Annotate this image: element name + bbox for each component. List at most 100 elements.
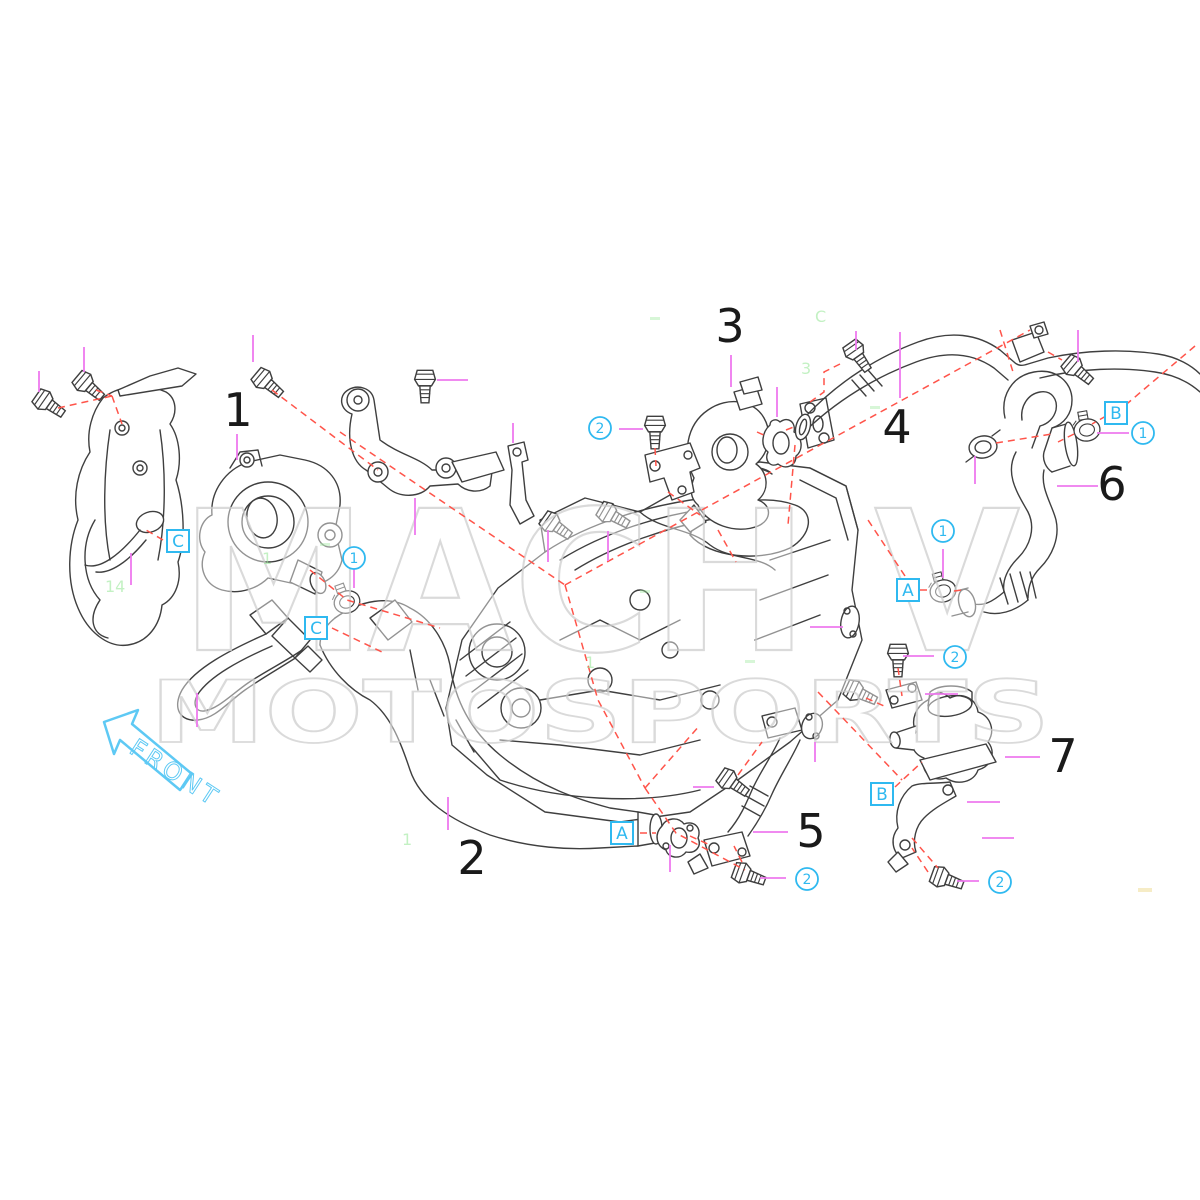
- pipe5-edge: [727, 737, 781, 833]
- bracket-eye: [373, 467, 383, 477]
- callout-number: 1: [350, 551, 359, 567]
- hose-curve: [177, 633, 301, 721]
- callout-letter: A: [902, 581, 914, 601]
- pipe5-flange-hole: [737, 847, 747, 857]
- assembly-dash-line: [271, 389, 379, 471]
- callout-circle: [588, 416, 612, 440]
- engine-head-lines: [754, 467, 859, 641]
- pipe5-ear: [687, 853, 709, 875]
- callout-box: [870, 782, 894, 806]
- bolt-threads: [48, 401, 62, 416]
- engine-ribs: [459, 621, 529, 709]
- pipe-mid-flange: [1011, 331, 1045, 363]
- assembly-dash-line: [911, 847, 929, 873]
- bolt-head: [413, 369, 437, 387]
- bolt-head: [928, 865, 950, 888]
- circled-callout-2: 2: [943, 645, 967, 669]
- assembly-dash-line: [1047, 351, 1063, 361]
- bolt: [31, 388, 67, 419]
- gasket-hole: [686, 824, 694, 832]
- pipe-bottom-edge: [799, 354, 1009, 437]
- flange-hole: [804, 402, 816, 414]
- valve-bracket: [644, 442, 701, 501]
- faded-part-number: 1: [585, 653, 595, 672]
- callout-letter: C: [172, 532, 184, 552]
- bolt: [413, 369, 437, 404]
- part-number-6: 6: [1097, 457, 1126, 511]
- hose-crook-inner: [1021, 391, 1058, 449]
- assembly-dash-line: [309, 569, 441, 629]
- assembly-dash-line: [737, 741, 763, 776]
- assembly-dash-line: [817, 691, 903, 781]
- assembly-dash-line: [865, 697, 885, 707]
- clamp-screw-slot: [928, 575, 943, 588]
- boxed-callout-B: B: [870, 782, 894, 806]
- assembly-dash-line: [689, 835, 713, 847]
- pipe5-flange-hole: [766, 716, 778, 728]
- gasket-hole: [849, 630, 857, 638]
- clamp-screw-slot: [1072, 414, 1088, 426]
- bolt-threads: [861, 690, 874, 703]
- boxed-callout-C: C: [166, 529, 190, 553]
- bracket-eye: [441, 463, 451, 473]
- hose-grommet: [968, 435, 998, 459]
- part-number-4: 4: [882, 400, 911, 454]
- bolt-threads: [419, 389, 431, 399]
- assembly-dash-line: [1091, 415, 1107, 425]
- engine-boss: [700, 690, 720, 710]
- pipe-top-edge: [805, 334, 1200, 417]
- valve7-bracket: [892, 781, 957, 859]
- shield-body: [69, 385, 184, 647]
- heat-shield: [69, 367, 197, 647]
- bolt: [643, 415, 667, 450]
- pump-face: [241, 495, 295, 549]
- flat-bracket-hole: [512, 447, 522, 457]
- shield-hole: [136, 464, 144, 472]
- callout-box: [896, 578, 920, 602]
- faded-part-number: 1: [262, 549, 272, 568]
- hose-grommet-inner: [974, 440, 992, 454]
- faded-mark: [320, 543, 330, 546]
- callout-box: [610, 821, 634, 845]
- bolt-head: [643, 415, 667, 433]
- hose-end-cap: [294, 645, 323, 673]
- bolt-threads: [855, 355, 870, 369]
- air-delivery-pipe: [656, 707, 824, 875]
- valve-connector-top: [739, 376, 763, 395]
- part-line-art-layer: [31, 321, 1200, 890]
- bolt-head-facets: [845, 680, 860, 701]
- bolt-head: [730, 861, 752, 884]
- bolt-head-facets: [734, 862, 747, 884]
- boxed-callout-A: A: [896, 578, 920, 602]
- pipe-flange-ear: [1029, 321, 1049, 339]
- clamp-screw-slot: [331, 586, 345, 601]
- assembly-dash-line: [564, 329, 1031, 586]
- hose-body-left: [1002, 451, 1033, 593]
- callout-number: 2: [951, 650, 960, 666]
- pipe-end-ring: [798, 418, 808, 436]
- pump-boss: [317, 522, 343, 548]
- bolt-head-facets: [34, 389, 51, 410]
- bolt-head-facets: [887, 647, 909, 654]
- assembly-dash-line: [717, 529, 737, 563]
- gasket-inner: [670, 827, 688, 849]
- assembly-dash-line: [785, 425, 797, 431]
- boxed-callout-A: A: [610, 821, 634, 845]
- callout-letter: B: [1110, 404, 1122, 424]
- clamp-band-inner: [1078, 423, 1096, 437]
- valve-bracket-hole: [677, 485, 687, 495]
- circled-callout-2: 2: [588, 416, 612, 440]
- valve-face-inner: [716, 436, 738, 464]
- secondary-air-valve: [885, 681, 997, 873]
- circled-callout-1: 1: [1131, 421, 1155, 445]
- bolt-head: [250, 366, 273, 390]
- bolt: [730, 861, 767, 886]
- flat-bracket: [507, 441, 535, 525]
- assembly-dash-line: [654, 447, 657, 467]
- engine-detail: [499, 619, 721, 756]
- bolt-threads: [649, 435, 661, 445]
- boxed-callout-B: B: [1104, 401, 1128, 425]
- bracket-hole: [889, 695, 899, 705]
